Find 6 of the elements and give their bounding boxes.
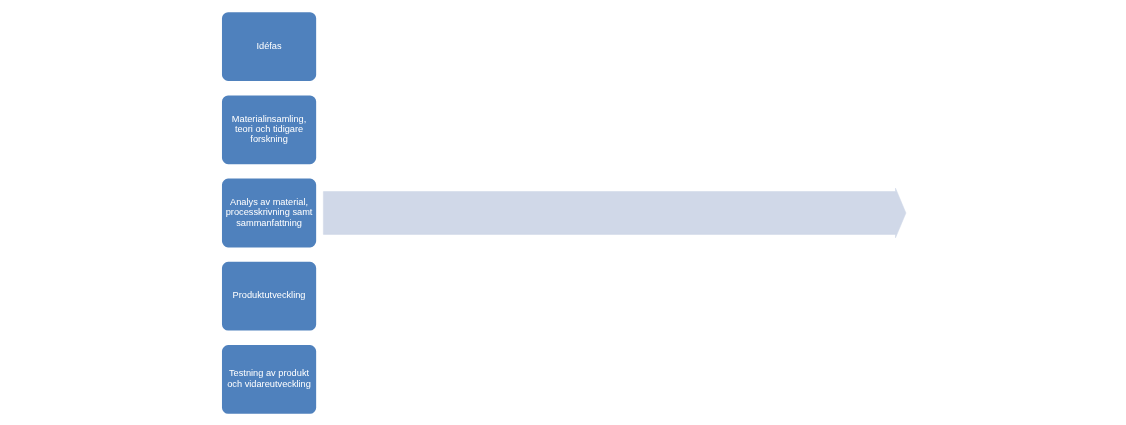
node-box: Analys av material, processkrivning samt sammanfattning <box>219 176 318 249</box>
node-box: Idéfas <box>219 9 318 83</box>
node-box: Produktutveckling <box>219 259 318 332</box>
node-box: Testning av produkt och vidareutveckling <box>219 342 318 416</box>
node-arrow <box>322 187 906 238</box>
node-box: Materialinsamling, teori och tidigare forskning <box>219 93 318 166</box>
